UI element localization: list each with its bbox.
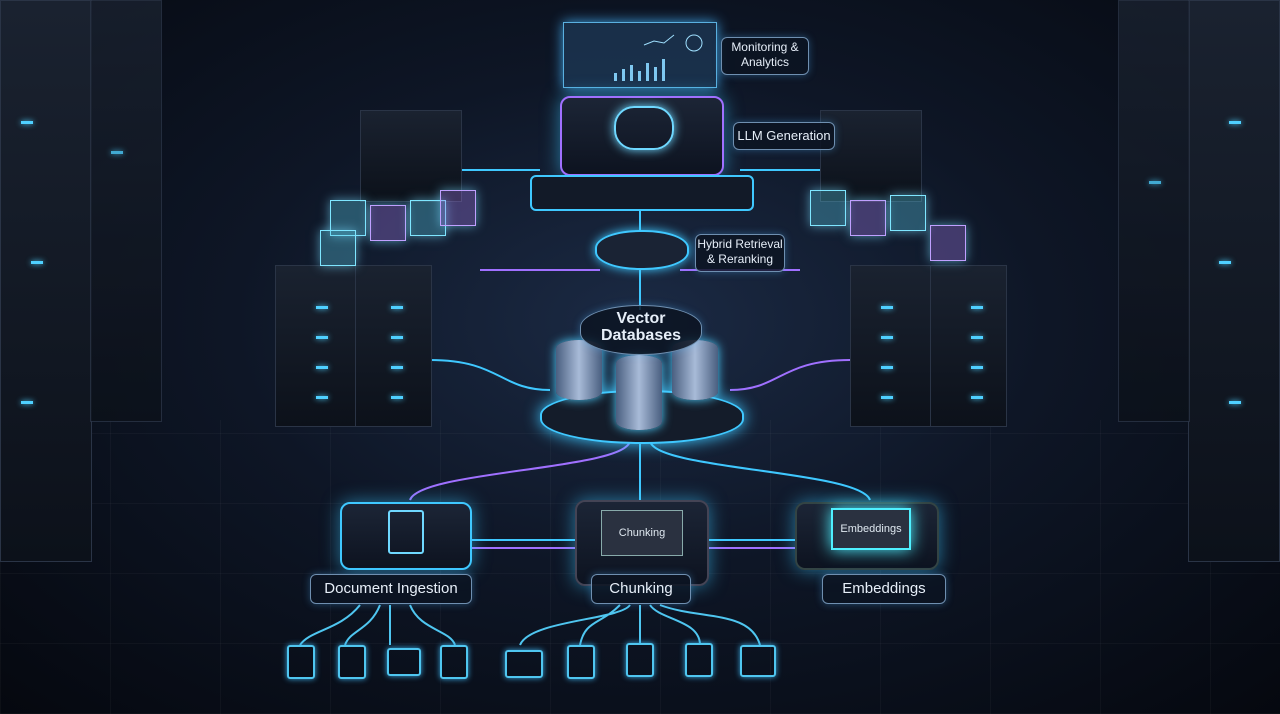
data-cube (440, 190, 476, 226)
document-icon (388, 510, 424, 554)
web-page-icon (740, 645, 776, 677)
llm-generation-node (560, 96, 724, 176)
document-file-icon (685, 643, 713, 677)
server-back-left (360, 110, 462, 202)
chunking-branches (519, 604, 761, 646)
retrieval-node (595, 230, 689, 270)
dashboard-chart-icon (614, 34, 703, 81)
llm-platform (530, 175, 754, 211)
server-rack-right-2 (1118, 0, 1190, 422)
ingestion-branches (299, 604, 456, 646)
llm-generation-label: LLM Generation (733, 122, 835, 150)
download-file-icon (567, 645, 595, 679)
document-file-icon (287, 645, 315, 679)
data-cube (320, 230, 356, 266)
chunking-node: Chunking (575, 500, 709, 586)
monitoring-analytics-label: Monitoring & Analytics (721, 37, 809, 75)
code-file-icon (338, 645, 366, 679)
data-cube (370, 205, 406, 241)
embeddings-node: Embeddings (795, 502, 939, 570)
hybrid-retrieval-label: Hybrid Retrieval & Reranking (695, 234, 785, 272)
brain-icon (614, 106, 674, 150)
data-cube (810, 190, 846, 226)
server-cluster-right (850, 265, 932, 427)
stacked-files-icon (626, 643, 654, 677)
vector-databases-label: Vector Databases (580, 305, 702, 355)
flow-line (649, 439, 871, 501)
chunking-chip: Chunking (601, 510, 683, 556)
database-cylinder-icon (616, 355, 662, 430)
server-back-right (820, 110, 922, 202)
data-cube (930, 225, 966, 261)
server-cluster-right-2 (930, 265, 1007, 427)
server-rack-left (0, 0, 92, 562)
text-file-icon (440, 645, 468, 679)
flow-line (409, 439, 631, 501)
server-cluster-left-2 (355, 265, 432, 427)
server-rack-left-2 (90, 0, 162, 422)
server-cluster-left (275, 265, 357, 427)
embeddings-chip: Embeddings (831, 508, 911, 550)
flow-line (429, 359, 551, 391)
folder-icon (387, 648, 421, 676)
embeddings-label: Embeddings (822, 574, 946, 604)
document-ingestion-label: Document Ingestion (310, 574, 472, 604)
monitoring-dashboard-screen (563, 22, 717, 88)
database-cylinder-icon (556, 340, 602, 400)
folder-icon (505, 650, 543, 678)
data-cube (850, 200, 886, 236)
document-ingestion-node (340, 502, 472, 570)
chunking-label: Chunking (591, 574, 691, 604)
data-cube (890, 195, 926, 231)
flow-line (729, 359, 851, 391)
